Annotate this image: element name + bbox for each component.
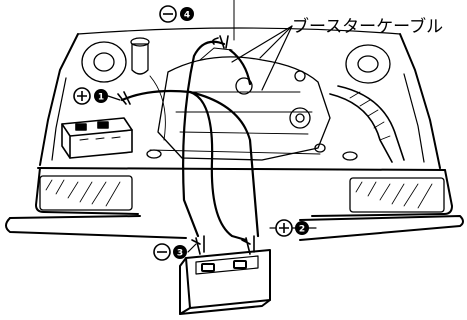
engine-bay <box>82 38 404 162</box>
car-battery <box>62 118 132 158</box>
callout-lines <box>232 0 292 90</box>
left-headlight <box>40 176 132 210</box>
booster-cable-label: ブースターケーブル <box>292 16 443 37</box>
marker-number: 4 <box>184 11 190 21</box>
marker-number: 2 <box>299 225 305 235</box>
right-headlight <box>350 178 444 212</box>
marker-minus-4: 4 <box>160 6 194 22</box>
marker-number: 3 <box>177 249 183 259</box>
marker-plus-1: 1 <box>74 88 108 104</box>
car-body <box>6 28 463 240</box>
cable-clamps <box>118 36 254 254</box>
marker-plus-2: 2 <box>276 220 309 236</box>
marker-number: 1 <box>98 93 104 103</box>
booster-battery <box>180 250 270 314</box>
marker-minus-3: 3 <box>154 244 187 260</box>
booster-cables <box>122 38 258 240</box>
